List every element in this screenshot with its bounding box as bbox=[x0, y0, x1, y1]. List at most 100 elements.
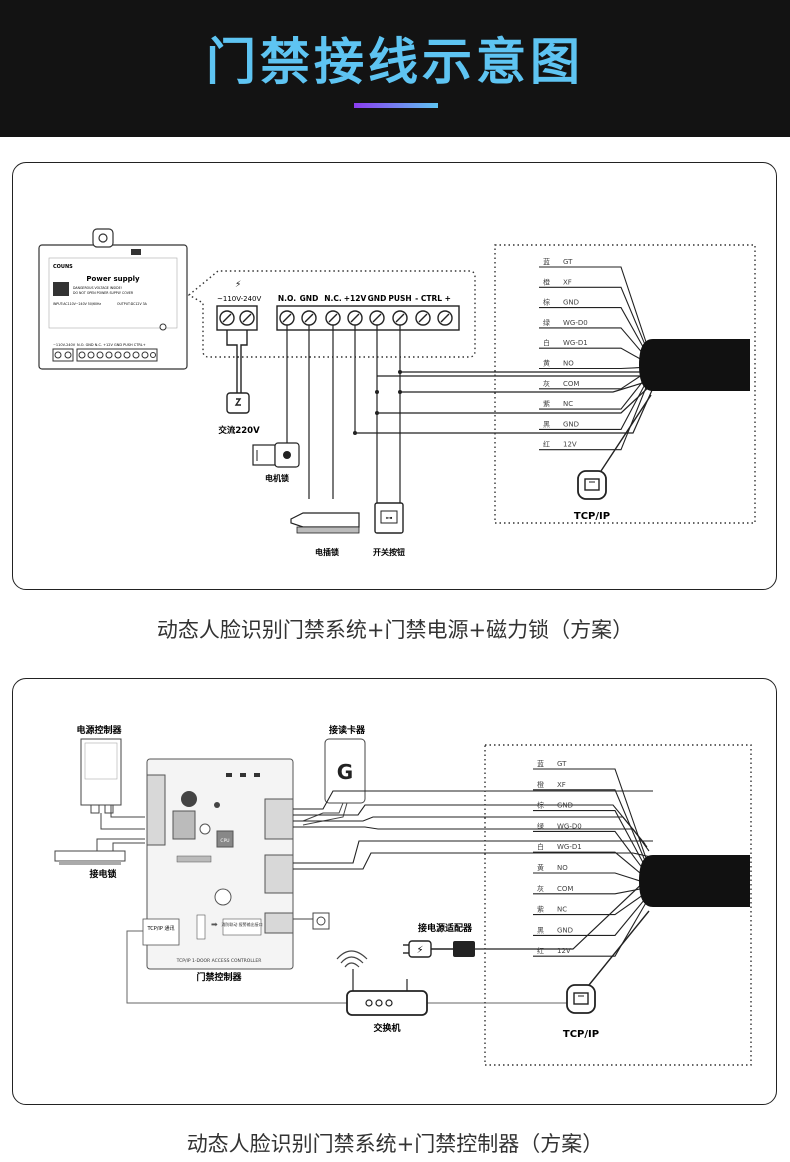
page-title: 门禁接线示意图 bbox=[206, 33, 584, 91]
ps-bottom-terms: N.O. GND N.C. +12V GND PUSH CTRL+ bbox=[77, 343, 146, 347]
p2-row-wire-9 bbox=[533, 900, 648, 957]
motor-lock bbox=[252, 442, 300, 468]
p2-row-signal-5: NO bbox=[557, 864, 568, 872]
p1-row-signal-3: WG-D0 bbox=[563, 319, 588, 327]
p1-row-signal-4: WG-D1 bbox=[563, 339, 588, 347]
svg-text:⊶: ⊶ bbox=[386, 514, 393, 522]
term-label-nc: N.C. bbox=[324, 294, 342, 303]
p1-row-color-5: 黄 bbox=[543, 359, 550, 368]
p2-row-color-8: 黑 bbox=[537, 926, 544, 934]
tcpip-comm-label: TCP/IP 通讯 bbox=[146, 925, 174, 932]
p1-row-signal-6: COM bbox=[563, 380, 579, 388]
p1-row-signal-5: NO bbox=[563, 360, 574, 368]
term-label-ctrl: - CTRL + bbox=[415, 294, 451, 303]
p1-row-color-4: 白 bbox=[543, 338, 550, 347]
ac-input-terminal: ⚡ ~110V-240V bbox=[216, 280, 261, 331]
motor-lock-label: 电机锁 bbox=[265, 473, 289, 483]
p1-row-color-8: 黑 bbox=[543, 420, 550, 428]
power-controller-label: 电源控制器 bbox=[76, 724, 122, 736]
p1-row-color-9: 红 bbox=[543, 440, 550, 449]
ac-range-label: ~110V-240V bbox=[217, 295, 261, 303]
p2-row-signal-4: WG-D1 bbox=[557, 843, 582, 851]
p1-row-wire-3 bbox=[539, 327, 648, 359]
p1-row-signal-0: GT bbox=[563, 258, 573, 266]
p2-row-signal-3: WG-D0 bbox=[557, 822, 582, 830]
p2-row-wire-8 bbox=[533, 896, 648, 936]
term-label-gnd1: GND bbox=[300, 294, 319, 303]
p1-row-signal-1: XF bbox=[563, 278, 572, 286]
exit-switch-button: ⊶ bbox=[374, 502, 404, 534]
svg-text:G: G bbox=[337, 760, 353, 784]
controller-board-text: TCP/IP 1-DOOR ACCESS CONTROLLER bbox=[176, 958, 262, 964]
p2-row-signal-0: GT bbox=[557, 760, 567, 768]
power-supply-unit: COUNS Power supply DANGEROUS VOLTAGE INS… bbox=[38, 228, 188, 370]
title-underline bbox=[354, 103, 438, 108]
p1-row-signal-7: NC bbox=[563, 400, 573, 408]
p1-row-wire-4 bbox=[539, 347, 648, 364]
power-controller-device bbox=[80, 738, 122, 814]
electric-lock-label: 接电锁 bbox=[89, 868, 116, 880]
diagram-controller-panel: 电源控制器 接读卡器 G 接电锁 CPU ➡ bbox=[12, 678, 777, 1105]
p1-row-signal-8: GND bbox=[563, 420, 579, 428]
adapter-label: 接电源适配器 bbox=[418, 922, 473, 934]
switch-label: 交换机 bbox=[373, 1022, 400, 1034]
tcpip-comm-box bbox=[142, 918, 180, 946]
p1-row-wire-6 bbox=[539, 371, 648, 390]
p1-row-color-2: 棕 bbox=[543, 298, 550, 307]
card-reader-device: G bbox=[324, 738, 366, 804]
p2-row-wire-2 bbox=[533, 810, 648, 871]
term-label-gnd2: GND bbox=[368, 294, 387, 303]
term-label-12v: +12V bbox=[344, 294, 367, 303]
p1-row-wire-5 bbox=[539, 366, 648, 370]
p2-row-wire-6 bbox=[533, 887, 648, 895]
ac-220v-label: 交流220V bbox=[218, 425, 260, 436]
output-terminal-strip: N.O. GND N.C. +12V GND PUSH - CTRL + bbox=[276, 294, 460, 331]
p1-row-color-0: 蓝 bbox=[543, 257, 550, 266]
ps-line1: DANGEROUS VOLTAGE INSIDE! bbox=[73, 286, 122, 290]
fire-alarm-label: 消防联动 报警输出接口 bbox=[221, 921, 262, 927]
ps-brand: COUNS bbox=[53, 264, 73, 270]
p2-row-color-0: 蓝 bbox=[537, 759, 544, 768]
p2-row-wire-1 bbox=[533, 789, 648, 866]
cpu-label: CPU bbox=[220, 838, 229, 844]
diagram-controller-svg: 电源控制器 接读卡器 G 接电锁 CPU ➡ bbox=[54, 724, 752, 1066]
p1-row-wire-7 bbox=[539, 375, 648, 410]
p1-row-wire-2 bbox=[539, 307, 648, 355]
p2-row-wire-7 bbox=[533, 891, 648, 916]
diagram-power-supply-panel: COUNS Power supply DANGEROUS VOLTAGE INS… bbox=[12, 162, 777, 590]
term-label-push: PUSH bbox=[388, 294, 411, 303]
access-controller-board: CPU ➡ 消防联动 报警输出接口 TCP/IP 1-DOOR ACCESS C… bbox=[146, 758, 294, 970]
ethernet-port-icon bbox=[577, 470, 607, 500]
ps-line3: INPUT:AC110V~240V 50/60Hz bbox=[53, 302, 101, 306]
p2-row-color-6: 灰 bbox=[537, 884, 544, 893]
power-adapter-device: ⚡ bbox=[403, 878, 648, 958]
p1-row-color-3: 绿 bbox=[543, 318, 550, 327]
cable-bundle bbox=[639, 339, 750, 391]
page-header: 门禁接线示意图 bbox=[0, 0, 790, 137]
caption-scheme-1: 动态人脸识别门禁系统+门禁电源+磁力锁（方案） bbox=[156, 618, 634, 642]
p2-row-color-9: 红 bbox=[537, 946, 544, 955]
ethernet-port-icon-2 bbox=[566, 984, 596, 1014]
p2-row-wire-4 bbox=[533, 851, 648, 880]
p2-row-wire-5 bbox=[533, 872, 648, 884]
p1-row-signal-2: GND bbox=[563, 299, 579, 307]
p1-row-color-6: 灰 bbox=[543, 379, 550, 388]
p2-row-wire-0 bbox=[533, 768, 648, 862]
tcpip-label-2: TCP/IP bbox=[563, 1029, 599, 1040]
p2-row-signal-9: 12V bbox=[557, 947, 571, 955]
cable-bundle-2 bbox=[639, 855, 750, 907]
switch-button-label: 开关按钮 bbox=[373, 547, 405, 557]
p2-row-signal-1: XF bbox=[557, 781, 566, 789]
ps-line4: OUTPUT:DC12V 3A bbox=[117, 302, 148, 306]
svg-text:⚡: ⚡ bbox=[416, 945, 423, 956]
card-reader-label: 接读卡器 bbox=[329, 724, 366, 736]
caption-scheme-2: 动态人脸识别门禁系统+门禁控制器（方案） bbox=[186, 1132, 604, 1156]
ps-bottom-left: ~110V-240V bbox=[53, 343, 76, 347]
tcpip-label-1: TCP/IP bbox=[574, 511, 610, 522]
p2-row-color-2: 棕 bbox=[537, 801, 544, 810]
p2-row-color-7: 紫 bbox=[537, 906, 544, 914]
term-label-no: N.O. bbox=[278, 294, 296, 303]
p1-row-color-7: 紫 bbox=[543, 400, 550, 408]
